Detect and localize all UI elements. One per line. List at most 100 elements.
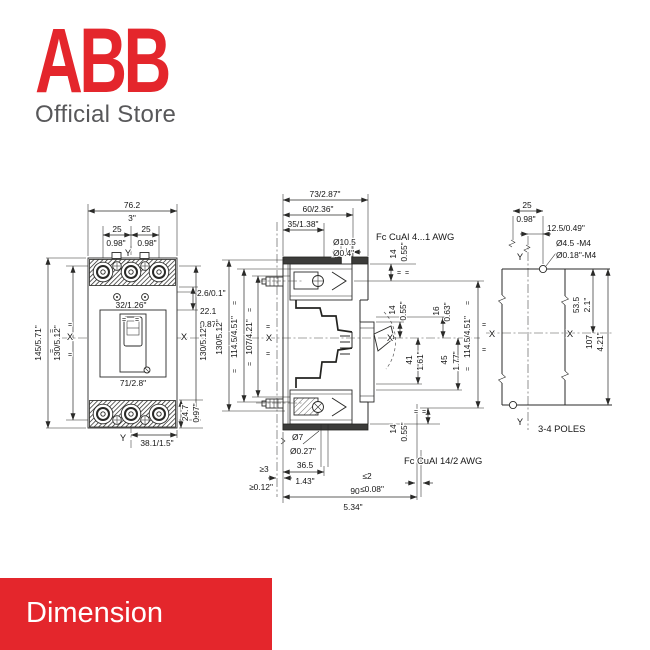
dim-side-depth-90-mm: 90 (350, 486, 360, 496)
dim-side-14-top-mm: 14 (388, 249, 398, 259)
store-subtitle: Official Store (35, 101, 177, 128)
dim-side-14-mid-in: 0.55" (398, 301, 408, 320)
side-view-linework (222, 194, 484, 503)
dim-side-depth-35: 35/1.38" (288, 219, 319, 229)
equality-mark: = (68, 322, 72, 329)
dim-side-hole-top-mm: Ø10.5 (333, 237, 356, 247)
dim-side-16-in: 0.63" (442, 302, 452, 321)
dim-front-pole-left-in: 0.98" (106, 238, 125, 248)
dim-front-mount-height-right: 130/5.12" (198, 325, 208, 361)
dim-side-41-mm: 41 (404, 355, 414, 365)
plan-view: 25 0.98" 12.5/0.49" Ø4.5 -M4 Ø0.18"-M4 Y… (481, 199, 614, 435)
dim-side-14-mid-mm: 14 (387, 305, 397, 315)
dim-side-hole-top-in: Ø0.4" (333, 248, 354, 258)
front-axis-y-top-label: Y (125, 247, 132, 258)
dim-side-height-1145-left: 114.5/4.51" (229, 316, 239, 358)
dim-front-base-width: 38.1/1.5" (140, 438, 173, 448)
dim-front-terminal-height-in: 0.97" (191, 403, 201, 422)
dim-side-16-mm: 16 (431, 306, 441, 316)
dim-plan-107-in: 4.21" (595, 332, 605, 351)
dim-plan-25-in: 0.98" (516, 214, 535, 224)
dim-side-45-in: 1.77" (451, 351, 461, 370)
equality-mark: = (397, 270, 401, 277)
dim-front-overall-width-mm: 76.2 (124, 200, 141, 210)
equality-mark: = (266, 324, 270, 331)
dim-front-total-height: 145/5.71" (33, 325, 43, 361)
side-view: 73/2.87" 60/2.36" 35/1.38" Ø10.5 Ø0.4" F… (213, 188, 484, 513)
dim-plan-hole-inch: Ø0.18"-M4 (556, 250, 597, 260)
plan-poles-label: 3-4 POLES (538, 423, 585, 434)
dim-side-hole-bot-mm: Ø7 (292, 432, 304, 442)
dim-side-45-mm: 45 (439, 355, 449, 365)
equality-mark: = (414, 409, 418, 416)
dim-plan-125: 12.5/0.49" (547, 223, 585, 233)
plan-view-linework (486, 208, 614, 430)
dim-plan-535-in: 2.1" (582, 298, 592, 313)
plan-axis-y-top-label: Y (517, 251, 524, 262)
dim-side-clearance-back-in: ≥0.12" (249, 482, 273, 492)
dim-side-depth-60: 60/2.36" (303, 204, 334, 214)
dim-side-height-1145-right: 114.5/4.51" (462, 316, 472, 358)
dim-front-221-mm: 22.1 (200, 306, 217, 316)
wire-range-bottom-label: Fc CuAl 14/2 AWG (404, 455, 482, 466)
dim-side-clearance-front-mm: ≤2 (362, 471, 372, 481)
dim-side-14-top-in: 0.55" (399, 242, 409, 261)
dim-front-inner-width: 32/1.26" (116, 300, 147, 310)
dim-front-pole-right-mm: 25 (141, 224, 151, 234)
equality-mark: = (266, 351, 270, 358)
dim-front-overall-width-in: 3" (128, 213, 136, 223)
dim-side-hole-bot-in: Ø0.27" (290, 446, 316, 456)
dim-front-terminal-height-mm: 24.7 (180, 405, 190, 422)
dim-side-depth-90-in: 5.34" (343, 502, 362, 512)
dim-front-face-width: 71/2.8" (120, 378, 146, 388)
equality-mark: = (232, 301, 239, 305)
plan-axis-y-bottom-label: Y (517, 416, 524, 427)
dim-side-365-mm: 36.5 (297, 460, 314, 470)
dim-side-365-in: 1.43" (295, 476, 314, 486)
front-axis-y-bottom-label: Y (120, 432, 127, 443)
dim-side-clearance-front-in: ≤0.08" (360, 484, 384, 494)
equality-mark: = (49, 329, 56, 333)
side-axis-x-right-label: X (387, 332, 394, 343)
dim-plan-535-mm: 53.5 (571, 297, 581, 314)
dim-plan-107-mm: 107 (584, 335, 594, 349)
dim-side-depth-total: 73/2.87" (310, 189, 341, 199)
equality-mark: = (422, 409, 426, 416)
abb-logo: ABB (35, 10, 171, 112)
front-view: 76.2 3" 25 25 0.98" 0.98" Y 145/5.71" 13… (32, 199, 227, 449)
equality-mark: = (465, 301, 472, 305)
dim-front-221-in: 0.87" (200, 319, 219, 329)
equality-mark: = (482, 322, 486, 329)
dim-front-mount-height-left: 130/5.12" (52, 325, 62, 361)
dim-front-pole-left-mm: 25 (112, 224, 122, 234)
dim-side-clearance-back-mm: ≥3 (259, 464, 269, 474)
equality-mark: = (68, 352, 72, 359)
equality-mark: = (465, 367, 472, 371)
equality-mark: = (247, 308, 254, 312)
front-axis-x-left-label: X (67, 331, 74, 342)
plan-axis-x-left-label: X (489, 328, 496, 339)
equality-mark: = (49, 349, 56, 353)
front-view-linework (45, 204, 205, 448)
dim-side-41-in: 1.61" (415, 351, 425, 370)
plan-axis-x-right-label: X (567, 328, 574, 339)
dim-front-pole-right-in: 0.98" (137, 238, 156, 248)
equality-mark: = (232, 369, 239, 373)
front-axis-x-right-label: X (181, 331, 188, 342)
equality-mark: = (482, 347, 486, 354)
dim-plan-hole-metric: Ø4.5 -M4 (556, 238, 591, 248)
equality-mark: = (405, 270, 409, 277)
banner-label: Dimension (26, 597, 163, 629)
wire-range-top-label: Fc CuAl 4...1 AWG (376, 231, 454, 242)
dim-front-screw-offset: 2.6/0.1" (197, 288, 226, 298)
dim-plan-25-mm: 25 (522, 200, 532, 210)
side-axis-x-left-label: X (266, 332, 273, 343)
equality-mark: = (122, 317, 126, 324)
dim-side-14-bot-in: 0.55" (399, 422, 409, 441)
equality-mark: = (247, 362, 254, 366)
dim-side-14-bot-mm: 14 (388, 424, 398, 434)
dim-side-height-107: 107/4.21" (244, 319, 254, 355)
dimension-banner: Dimension (0, 578, 272, 650)
